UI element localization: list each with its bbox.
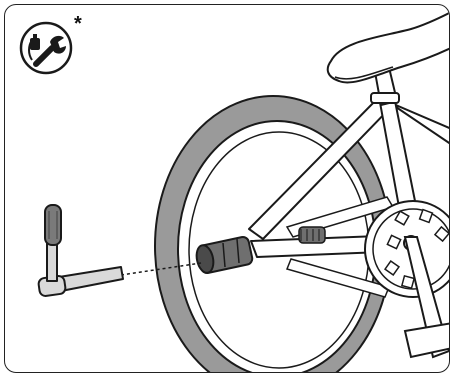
tools-grease-wrench-icon	[18, 20, 74, 76]
hub-far-nut	[299, 227, 325, 243]
seat-clamp	[371, 93, 399, 103]
ratchet-wrench	[38, 205, 123, 297]
badge-asterisk: *	[74, 14, 82, 34]
saddle	[328, 9, 450, 82]
rear-hub	[299, 227, 325, 243]
